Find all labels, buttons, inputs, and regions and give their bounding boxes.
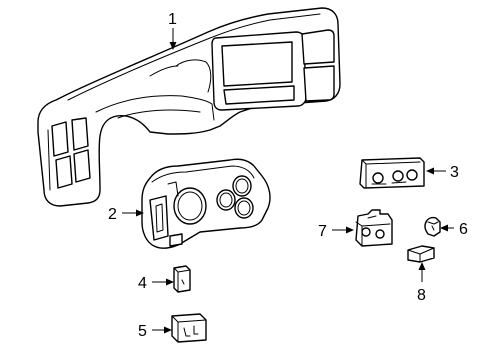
callout-8: 8 <box>417 287 426 304</box>
callout-7: 7 <box>318 223 327 240</box>
climate-control-panel <box>359 157 425 189</box>
switch-control-assembly <box>355 209 393 247</box>
small-switch-assembly <box>407 245 435 263</box>
callout-3: 3 <box>450 164 459 181</box>
control-knob <box>424 216 441 237</box>
leader-lines <box>122 28 454 334</box>
callout-labels: 1 2 3 4 5 6 7 8 <box>108 11 468 340</box>
instrument-panel-bezel <box>37 7 341 207</box>
callout-5: 5 <box>138 323 147 340</box>
callout-6: 6 <box>459 221 468 238</box>
switch-module <box>171 313 207 343</box>
callout-1: 1 <box>168 11 177 28</box>
callout-4: 4 <box>138 275 147 292</box>
small-switch <box>173 265 191 293</box>
instrument-cluster <box>141 158 271 249</box>
callout-2: 2 <box>108 206 117 223</box>
